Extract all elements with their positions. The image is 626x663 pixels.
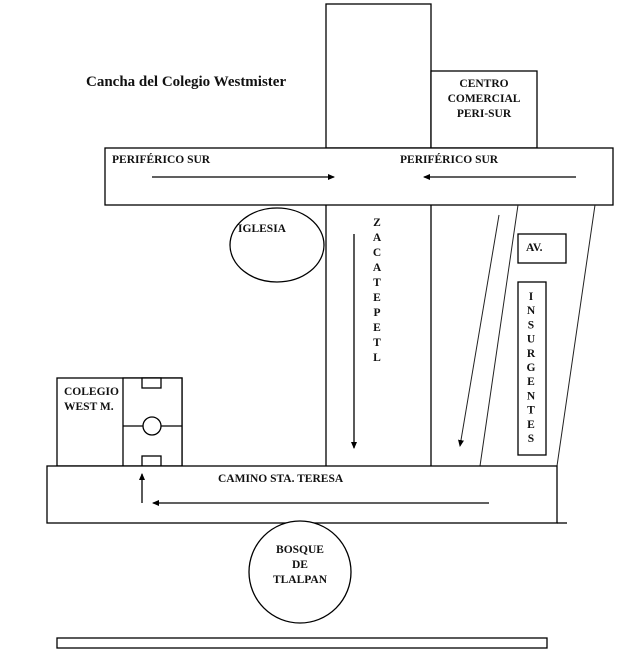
periferico-east-label: PERIFÉRICO SUR — [400, 152, 499, 166]
centro-comercial-box — [430, 70, 538, 149]
colegio-label-2: WEST M. — [64, 401, 114, 413]
av-label: AV. — [526, 242, 543, 254]
bosque-label-2: DE — [292, 559, 308, 571]
bosque-de-tlalpan: BOSQUE DE TLALPAN — [248, 520, 352, 624]
bosque-label-1: BOSQUE — [276, 544, 324, 556]
periferico-sur-road: PERIFÉRICO SUR PERIFÉRICO SUR — [104, 147, 614, 206]
camino-label: CAMINO STA. TERESA — [218, 473, 344, 485]
ins-letter: E — [527, 376, 535, 388]
camino-sta-teresa-road: CAMINO STA. TERESA — [46, 465, 567, 524]
ins-letter: U — [527, 334, 536, 346]
zac-letter: T — [373, 337, 381, 349]
insurgentes-label-box — [517, 281, 547, 456]
centro-comercial-label-2: COMERCIAL — [448, 93, 521, 105]
centro-comercial-label-1: CENTRO — [459, 78, 508, 90]
bosque-label-3: TLALPAN — [273, 574, 328, 586]
centro-comercial-perisur: CENTRO COMERCIAL PERI-SUR — [430, 70, 538, 149]
iglesia-outline — [229, 207, 325, 283]
insurgentes-east-edge — [556, 204, 596, 467]
periferico-west-label: PERIFÉRICO SUR — [112, 152, 211, 166]
field-center-circle — [142, 416, 162, 436]
field-goal-area-north — [141, 377, 162, 389]
ins-letter: T — [527, 405, 535, 417]
ins-letter: N — [527, 390, 536, 402]
bosque-outline — [248, 520, 352, 624]
ins-letter: N — [527, 305, 536, 317]
map-title: Cancha del Colegio Westmister — [86, 74, 286, 90]
zac-letter: T — [373, 277, 381, 289]
zac-letter: E — [373, 292, 381, 304]
colegio-label-1: COLEGIO — [64, 386, 119, 398]
zac-letter: P — [373, 307, 380, 319]
centro-comercial-label-3: PERI-SUR — [457, 108, 512, 120]
colegio-westminster: COLEGIO WEST M. — [56, 377, 183, 467]
zac-letter: Z — [373, 217, 381, 229]
zac-letter: A — [373, 232, 382, 244]
insurgentes-west-edge — [479, 204, 519, 467]
av-label-box — [517, 233, 567, 264]
ins-letter: G — [527, 362, 536, 374]
ins-letter: R — [527, 348, 536, 360]
insurgentes-southbound-arrow — [458, 214, 500, 447]
ins-letter: I — [529, 291, 534, 303]
north-block — [325, 3, 432, 149]
zac-letter: A — [373, 262, 382, 274]
iglesia-label: IGLESIA — [238, 223, 287, 235]
ins-letter: S — [528, 319, 534, 331]
ins-letter: S — [528, 433, 534, 445]
zac-letter: C — [373, 247, 381, 259]
field-goal-area-south — [141, 455, 162, 467]
ins-letter: E — [527, 419, 535, 431]
zac-letter: L — [373, 352, 381, 364]
iglesia: IGLESIA — [229, 207, 325, 283]
soccer-field — [122, 377, 183, 467]
camino-box — [46, 465, 558, 524]
zac-letter: E — [373, 322, 381, 334]
bottom-bar — [56, 637, 548, 649]
